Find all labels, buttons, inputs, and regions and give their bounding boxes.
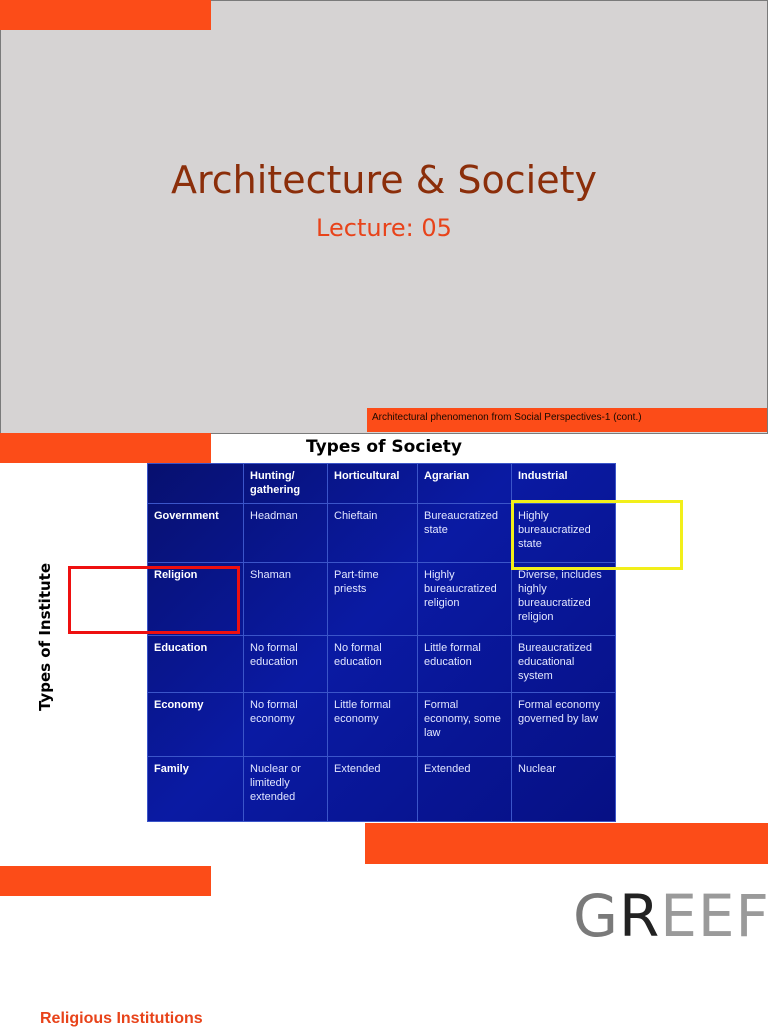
table-header-cell	[147, 463, 244, 504]
table-row-header: Religion	[147, 562, 244, 636]
table-cell: Chieftain	[327, 503, 418, 563]
table-row: Economy No formal economy Little formal …	[147, 692, 616, 757]
table-row-header: Economy	[147, 692, 244, 757]
table-row: Religion Shaman Part-time priests Highly…	[147, 562, 616, 636]
title-slide	[0, 0, 768, 434]
table-row-header: Government	[147, 503, 244, 563]
table-cell: No formal education	[327, 635, 418, 693]
table-cell: No formal education	[243, 635, 328, 693]
table-header-cell: Horticultural	[327, 463, 418, 504]
table-cell: Extended	[417, 756, 512, 822]
table-row: Education No formal education No formal …	[147, 635, 616, 693]
table-cell: Bureaucratized state	[417, 503, 512, 563]
table-cell: No formal economy	[243, 692, 328, 757]
industrial-government-highlight-box	[511, 500, 683, 570]
table-slide-bottom-bar	[365, 823, 768, 864]
table-cell: Bureaucratized educational system	[511, 635, 616, 693]
slide-footer-bar	[367, 408, 767, 432]
table-cell: Highly bureaucratized religion	[417, 562, 512, 636]
table-header-row: Hunting/ gathering Horticultural Agraria…	[147, 463, 616, 504]
slide-subtitle: Lecture: 05	[316, 214, 452, 242]
table-cell: Extended	[327, 756, 418, 822]
table-cell: Little formal education	[417, 635, 512, 693]
logo-letter-r: R	[618, 882, 661, 950]
table-cell: Diverse, includes highly bureaucratized …	[511, 562, 616, 636]
logo-letter-g: G	[573, 882, 619, 950]
table-cell: Nuclear	[511, 756, 616, 822]
logo-letters-eef: EEF	[660, 882, 768, 950]
table-side-label: Types of Institute	[36, 562, 54, 712]
table-cell: Formal economy, some law	[417, 692, 512, 757]
table-cell: Part-time priests	[327, 562, 418, 636]
table-header-cell: Industrial	[511, 463, 616, 504]
society-types-table: Hunting/ gathering Horticultural Agraria…	[147, 463, 616, 822]
table-slide-accent-bar	[0, 433, 211, 463]
table-cell: Little formal economy	[327, 692, 418, 757]
slide-footer-text: Architectural phenomenon from Social Per…	[372, 412, 642, 423]
table-row-header: Family	[147, 756, 244, 822]
slide-title: Architecture & Society	[170, 158, 597, 202]
third-slide-accent-bar	[0, 866, 211, 896]
table-cell: Formal economy governed by law	[511, 692, 616, 757]
religious-institutions-heading: Religious Institutions	[40, 1010, 203, 1027]
table-row-header: Education	[147, 635, 244, 693]
table-header-cell: Agrarian	[417, 463, 512, 504]
table-header-cell: Hunting/ gathering	[243, 463, 328, 504]
table-slide-title: Types of Society	[306, 437, 462, 457]
title-slide-accent-bar	[0, 0, 211, 30]
table-row: Family Nuclear or limitedly extended Ext…	[147, 756, 616, 822]
greef-logo: GREEF	[573, 882, 768, 950]
table-cell: Headman	[243, 503, 328, 563]
religion-highlight-box	[68, 566, 240, 634]
table-cell: Nuclear or limitedly extended	[243, 756, 328, 822]
table-row: Government Headman Chieftain Bureaucrati…	[147, 503, 616, 563]
table-cell: Shaman	[243, 562, 328, 636]
